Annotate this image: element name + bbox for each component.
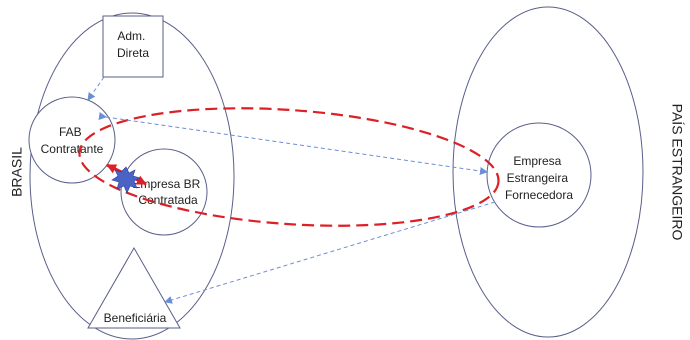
pais-estrangeiro-label: PAÍS ESTRANGEIRO: [669, 104, 685, 241]
empresa-estrangeira-node: [486, 122, 592, 228]
adm-to-fab-arrow: [87, 76, 105, 101]
brasil-region: [29, 12, 235, 340]
brasil-label: BRASIL: [9, 147, 25, 197]
beneficiaria-label: Beneficiária: [104, 311, 167, 325]
empresa-br-label: Empresa BR Contratada: [132, 177, 203, 207]
fab-contratante-node: [28, 96, 116, 184]
fab-estrangeira-arrow: [98, 112, 488, 175]
red-dashed-ellipse: [78, 107, 500, 227]
conflict-burst-icon: [111, 166, 141, 194]
empresa-estrangeira-label: Empresa Estrangeira Fornecedora: [505, 154, 573, 202]
adm-direta-box: [102, 15, 164, 78]
fab-contratante-label: FAB Contratante: [41, 125, 104, 156]
empresa-br-node: [120, 148, 208, 236]
estrangeira-to-beneficiaria-arrow: [164, 201, 496, 304]
adm-direta-label: Adm. Direta: [117, 29, 149, 60]
beneficiaria-node: [87, 246, 181, 329]
